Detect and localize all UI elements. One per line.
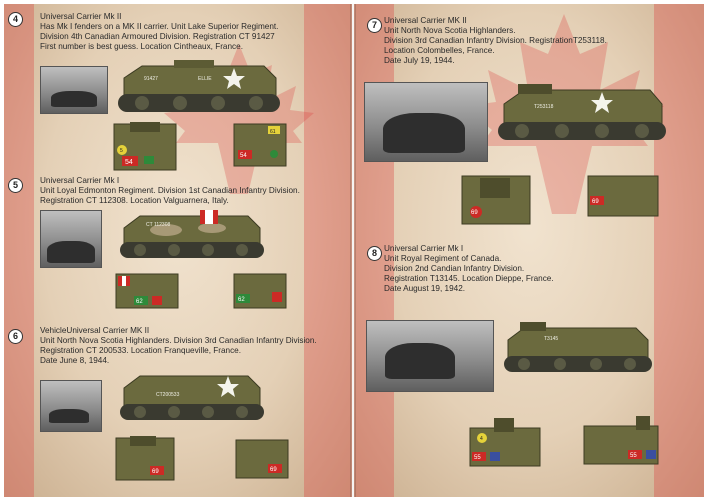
- hull-registration: CT 112308: [146, 222, 170, 228]
- decal-sheet-spread: 4 Universal Carrier Mk II Has Mk I fende…: [4, 4, 704, 497]
- formation-sign-icon: [144, 156, 154, 164]
- entry-number: 4: [8, 12, 23, 27]
- entry-number: 6: [8, 329, 23, 344]
- entry-line: Unit North Nova Scotia Highlanders. Divi…: [40, 336, 317, 345]
- hull-registration: T253118: [534, 104, 554, 110]
- entry-number: 7: [367, 18, 382, 33]
- bridge-class-icon: [477, 433, 487, 443]
- carrier-front-view: 55: [583, 416, 659, 465]
- allied-star-icon: [217, 376, 239, 397]
- bridge-class-number: 61: [270, 129, 276, 135]
- entry-title: Universal Carrier Mk I: [40, 176, 120, 185]
- entry-line: Unit Loyal Edmonton Regiment. Division 1…: [40, 186, 300, 195]
- entry-description: Universal Carrier Mk I Unit Loyal Edmont…: [40, 176, 300, 206]
- carrier-side-view: T3145: [504, 322, 652, 372]
- unit-code: 54: [240, 153, 247, 159]
- left-page: 4 Universal Carrier Mk II Has Mk I fende…: [4, 4, 352, 497]
- entry-line: Unit Royal Regiment of Canada.: [384, 254, 502, 263]
- hull-name: ELLIE: [198, 76, 212, 82]
- carrier-side-view: T253118: [498, 84, 666, 140]
- carrier-front-view: 69: [235, 439, 289, 479]
- bridge-class-icon: [117, 145, 127, 155]
- entry-line: First number is best guess. Location Cin…: [40, 42, 243, 51]
- entry-description: Universal Carrier Mk II Has Mk I fenders…: [40, 12, 278, 52]
- flag-band: [654, 4, 704, 497]
- carrier-rear-view: 62: [115, 273, 179, 309]
- entry-title: VehicleUniversal Carrier MK II: [40, 326, 150, 335]
- archive-photo: [40, 66, 108, 114]
- entry-line: Has Mk I fenders on a MK II carrier. Uni…: [40, 22, 279, 31]
- hull-registration: 91427: [144, 76, 158, 82]
- entry-line: Date August 19, 1942.: [384, 284, 466, 293]
- carrier-front-view: 61 54: [233, 123, 287, 167]
- unit-code: 69: [592, 199, 599, 205]
- formation-sign-icon: [646, 450, 656, 459]
- archive-photo: [366, 320, 494, 392]
- unit-code: 62: [238, 297, 245, 303]
- formation-sign-icon: [270, 150, 278, 158]
- entry-line: Division 4th Canadian Armoured Division.…: [40, 32, 275, 41]
- right-page: 7 Universal Carrier MK II Unit North Nov…: [354, 4, 704, 497]
- entry-line: Division 2nd Candian Infantry Division.: [384, 264, 525, 273]
- entry-description: Universal Carrier MK II Unit North Nova …: [384, 16, 607, 66]
- unit-code: 62: [136, 299, 143, 305]
- archive-photo: [40, 380, 102, 432]
- entry-title: Universal Carrier Mk II: [40, 12, 122, 21]
- entry-line: Location Colombelles, France.: [384, 46, 495, 55]
- carrier-rear-view: 69: [115, 436, 175, 481]
- carrier-side-view: CT200533: [120, 375, 264, 420]
- bridge-class-number: 5: [120, 148, 123, 154]
- carrier-front-view: 69: [587, 175, 659, 217]
- bridge-class-number: 4: [480, 436, 483, 442]
- allied-star-icon: [591, 92, 613, 113]
- unit-code: 69: [270, 467, 277, 473]
- carrier-rear-view: 5 54: [113, 122, 177, 171]
- unit-code: 54: [125, 159, 133, 166]
- flag-band: [304, 4, 352, 497]
- carrier-side-view: 91427 ELLIE: [118, 60, 280, 112]
- entry-description: Universal Carrier Mk I Unit Royal Regime…: [384, 244, 554, 294]
- unit-code: 55: [474, 455, 481, 461]
- carrier-front-view: 62: [233, 273, 287, 309]
- allied-star-icon: [223, 68, 245, 89]
- hull-registration: CT200533: [156, 392, 180, 398]
- archive-photo: [364, 82, 488, 162]
- entry-number: 8: [367, 246, 382, 261]
- archive-photo: [40, 210, 102, 268]
- entry-description: VehicleUniversal Carrier MK II Unit Nort…: [40, 326, 317, 366]
- entry-title: Universal Carrier MK II: [384, 16, 467, 25]
- unit-code: 55: [630, 453, 637, 459]
- entry-line: Division 3rd Canadian Infantry Division.…: [384, 36, 607, 45]
- formation-sign-icon: [152, 296, 162, 305]
- entry-title: Universal Carrier Mk I: [384, 244, 464, 253]
- formation-sign-icon: [272, 292, 282, 302]
- flag-band: [4, 4, 34, 497]
- hull-registration: T3145: [544, 336, 558, 342]
- entry-line: Date July 19, 1944.: [384, 56, 455, 65]
- unit-code: 69: [471, 210, 478, 216]
- carrier-side-view: CT 112308: [120, 210, 264, 258]
- unit-code: 69: [152, 469, 159, 475]
- page-gutter: [350, 4, 356, 497]
- entry-line: Registration CT 112308. Location Valguar…: [40, 196, 229, 205]
- carrier-rear-view: 4 55: [469, 418, 541, 467]
- entry-line: Registration T13145. Location Dieppe, Fr…: [384, 274, 554, 283]
- carrier-rear-view: 69: [461, 175, 531, 225]
- entry-number: 5: [8, 178, 23, 193]
- formation-sign-icon: [490, 452, 500, 461]
- entry-line: Date June 8, 1944.: [40, 356, 110, 365]
- entry-line: Registration CT 200533. Location Franque…: [40, 346, 242, 355]
- entry-line: Unit North Nova Scotia Highlanders.: [384, 26, 516, 35]
